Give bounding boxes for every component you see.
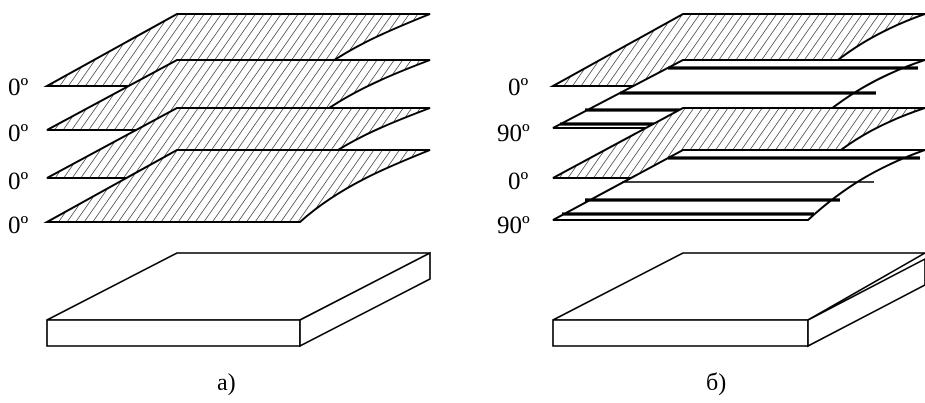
panel-b-caption: б) <box>706 370 726 396</box>
panel-b-ply-4 <box>552 149 925 221</box>
panel-b: 0º 90º 0º 90º б) <box>497 13 925 396</box>
panel-a-angle-2: 0º <box>8 120 29 147</box>
panel-b-angle-1: 0º <box>508 74 529 101</box>
panel-a-angle-3: 0º <box>8 168 29 195</box>
panel-b-angle-4: 90º <box>497 212 530 239</box>
panel-a-angle-1: 0º <box>8 74 29 101</box>
panel-a-caption: а) <box>217 370 236 396</box>
panel-b-angle-2: 90º <box>497 120 530 147</box>
panel-b-angle-3: 0º <box>508 168 529 195</box>
panel-a: 0º 0º 0º 0º а) <box>8 13 431 396</box>
panel-b-base-plate <box>552 252 925 348</box>
panel-a-base-plate <box>46 251 431 348</box>
panel-a-angle-4: 0º <box>8 212 29 239</box>
panel-a-ply-4 <box>43 149 431 223</box>
